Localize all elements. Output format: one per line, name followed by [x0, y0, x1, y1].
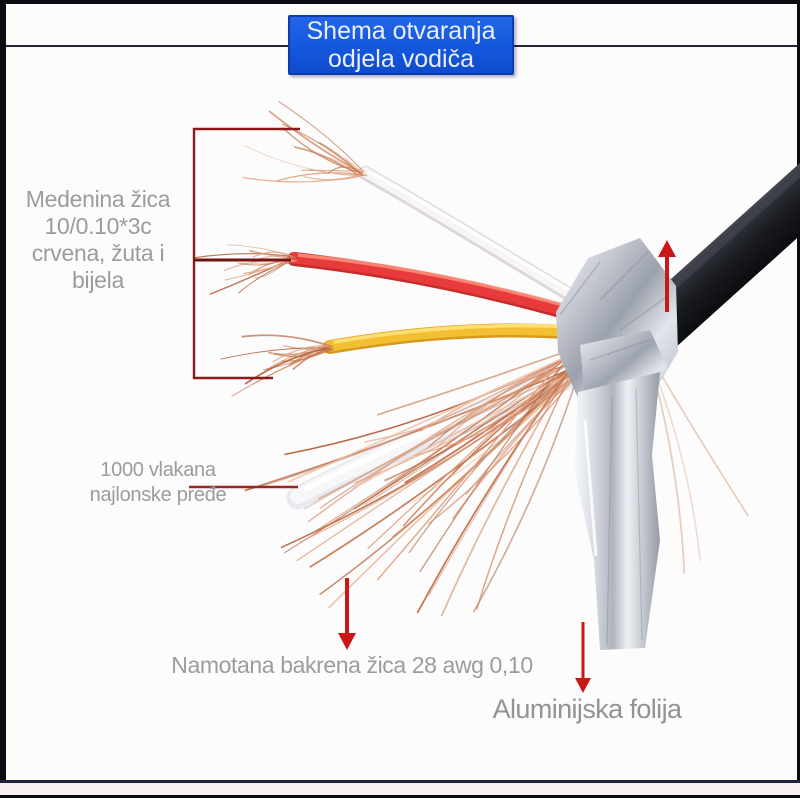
copper-strands — [193, 100, 750, 617]
label-line: 10/0.10*3c — [44, 213, 152, 239]
label-nylon-yarn: 1000 vlakana najlonske pređe — [68, 458, 248, 508]
label-copper-conductors: Medenina žica 10/0.10*3c crvena, žuta i … — [8, 186, 188, 294]
label-line: crvena, žuta i — [31, 240, 165, 266]
red-wire — [287, 252, 599, 327]
title-line-1: Shema otvaranja — [306, 17, 496, 45]
frame-top-border — [0, 0, 800, 4]
title-box: Shema otvaranja odjela vodiča — [288, 15, 514, 75]
wound-copper-arrow — [338, 578, 356, 650]
label-line: bijela — [72, 267, 124, 293]
aluminum-foil — [556, 238, 678, 650]
label-wound-copper-wire: Namotana bakrena žica 28 awg 0,10 — [171, 652, 533, 678]
frame-left-border — [0, 0, 6, 798]
frame-bottom-strip — [0, 783, 800, 795]
yellow-wire — [323, 323, 599, 354]
annotation-bracket — [192, 127, 300, 380]
frame-right-border — [797, 0, 800, 798]
label-line: Medenina žica — [25, 186, 171, 212]
label-line: najlonske pređe — [89, 484, 227, 506]
frame-bottom-border — [0, 795, 800, 798]
label-line: 1000 vlakana — [100, 459, 216, 481]
cable-arrow — [658, 240, 676, 312]
label-aluminum-foil: Aluminijska folija — [492, 694, 682, 724]
title-line-2: odjela vodiča — [328, 45, 474, 73]
foil-arrow — [575, 622, 591, 693]
frame-bottom-line — [0, 780, 800, 783]
